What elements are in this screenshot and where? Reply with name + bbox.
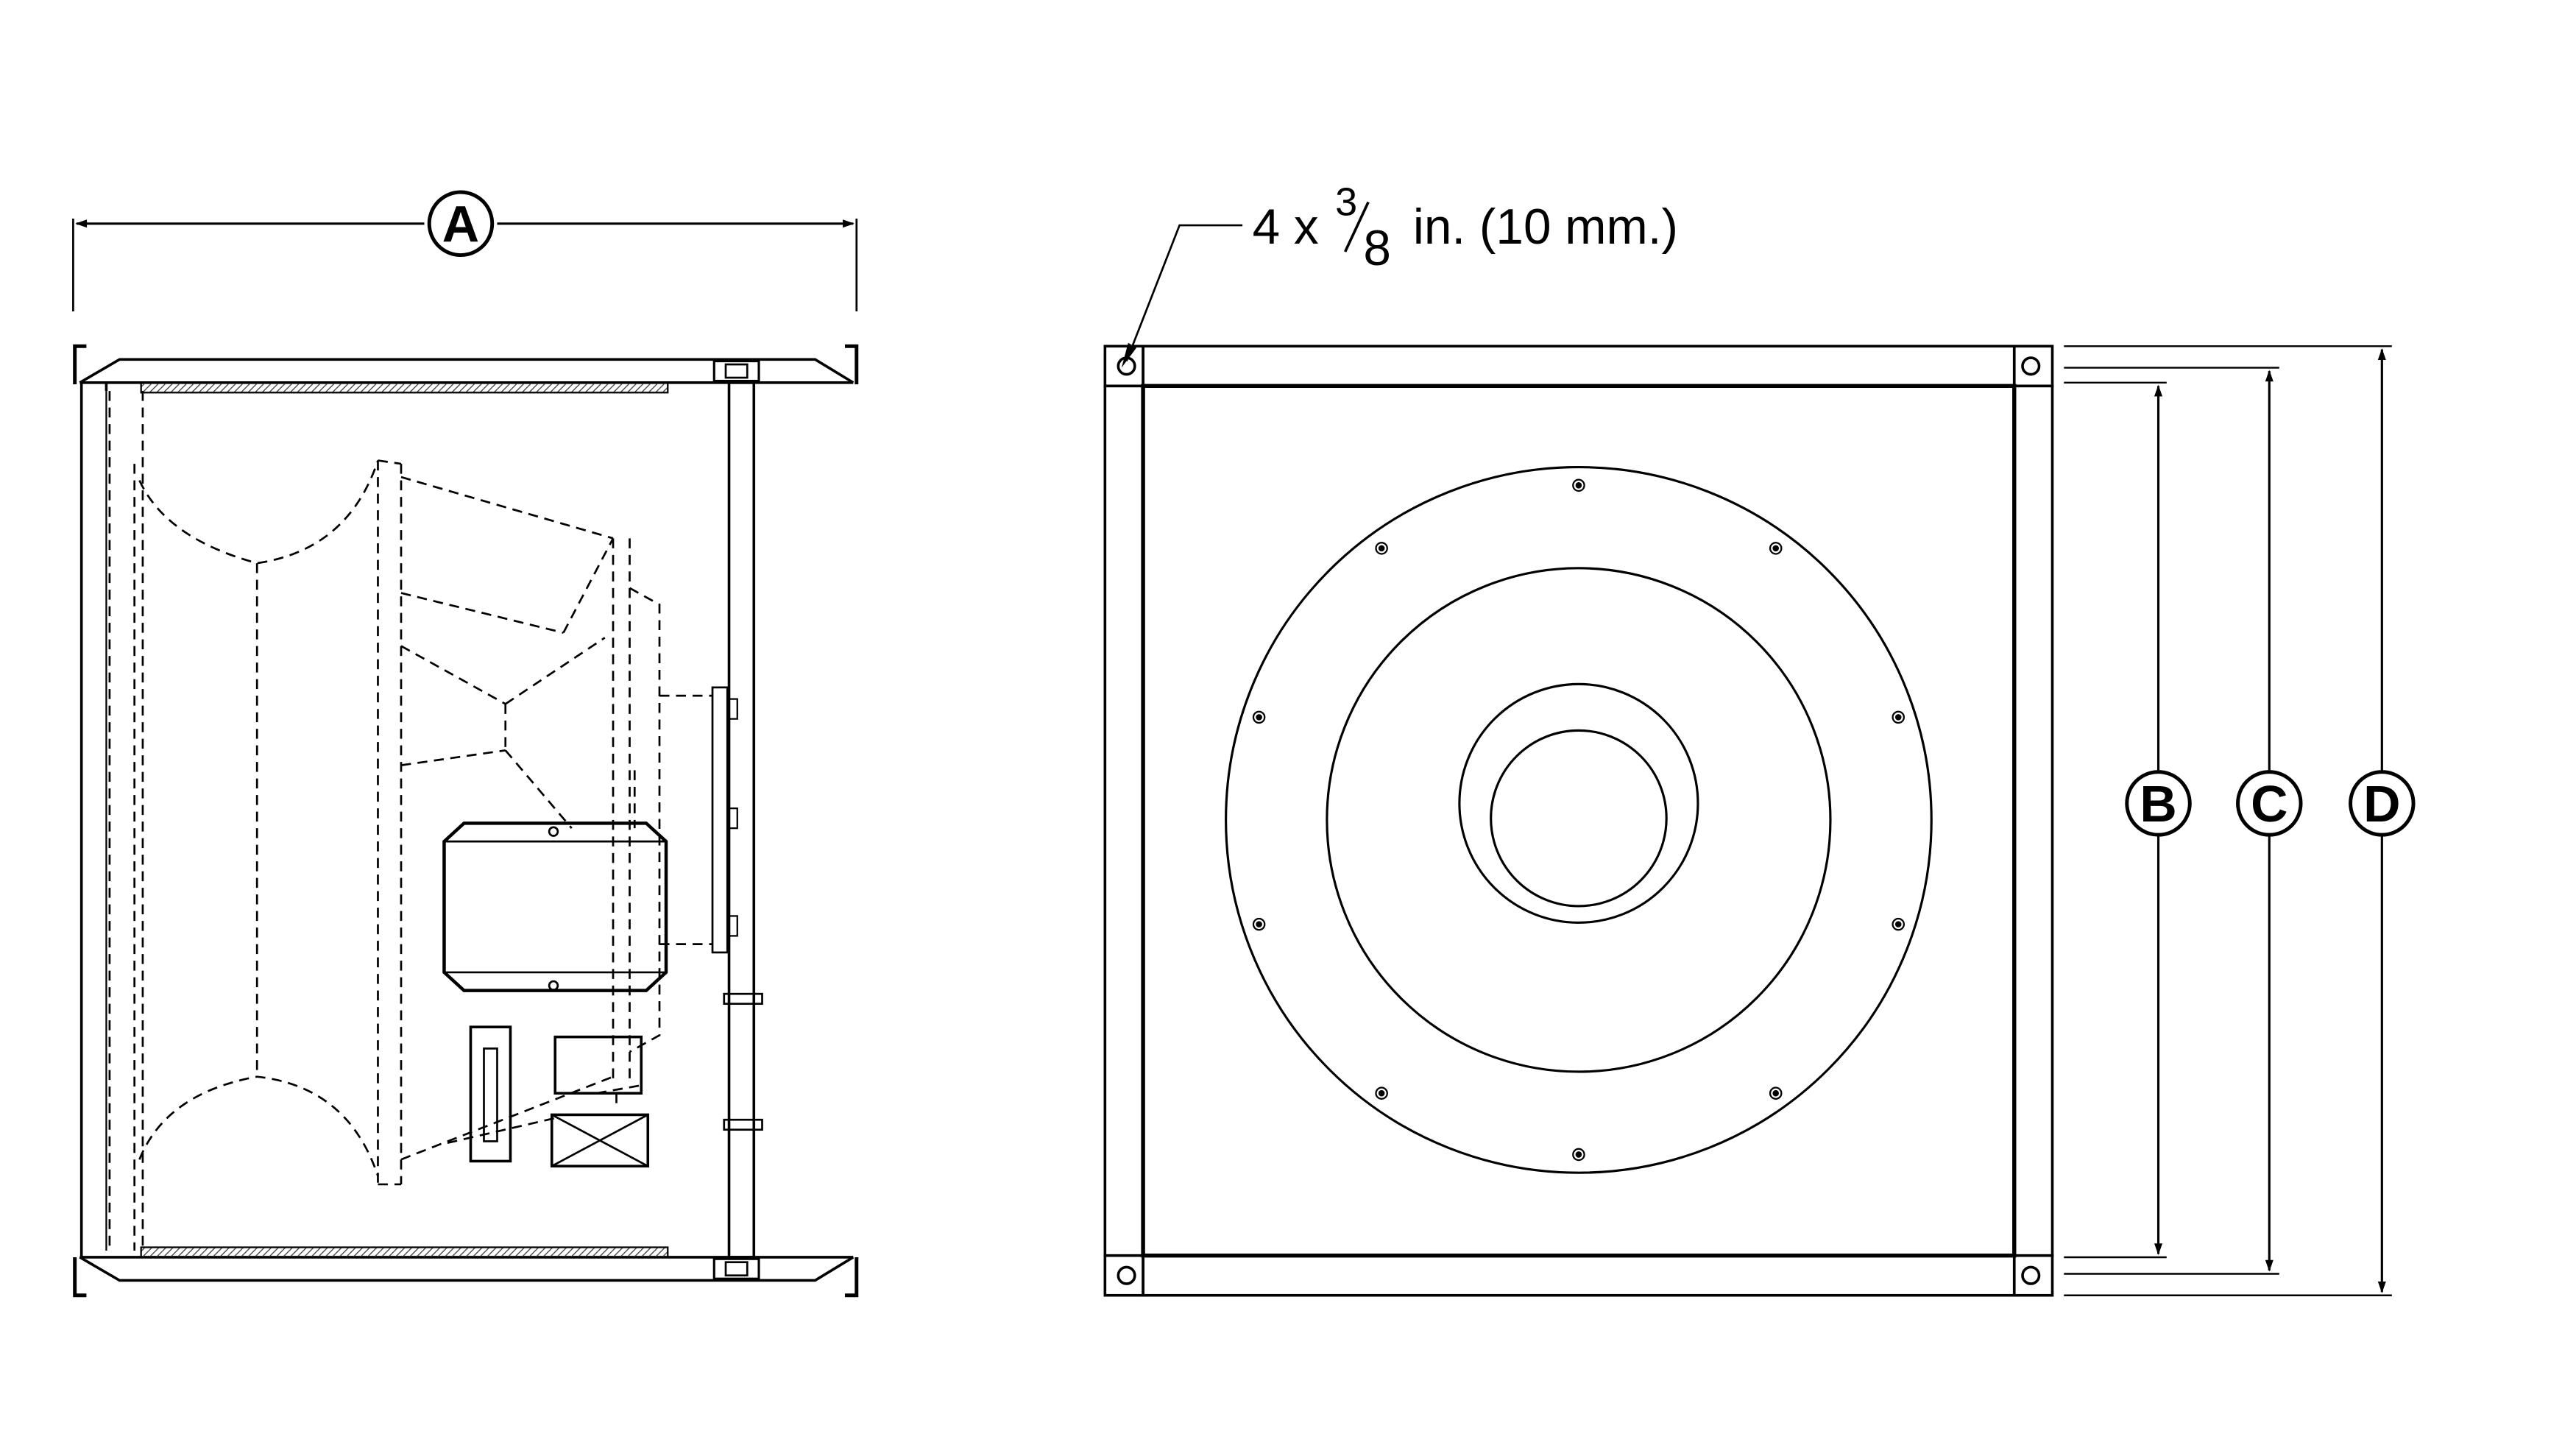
dimension-d-bubble [2349,770,2416,837]
hub-inner [1490,729,1668,908]
dimension-b: B [2125,384,2192,1256]
mounting-hole [2021,356,2041,376]
dimension-b-bubble [2125,770,2192,837]
hub-outer [1458,682,1699,924]
note-unit: in. (10 mm.) [1413,199,1678,255]
top-flange [1142,344,2016,388]
extension-lines [2064,345,2392,1296]
dimension-d-label: D [2363,775,2400,833]
mounting-hole-note: 4 x 3 8 in. (10 mm.) [1121,180,1678,368]
venturi-ring [1225,466,1933,1174]
dimension-a-bubble [427,190,495,258]
mounting-hole [2021,1265,2041,1285]
junction-box [550,1113,650,1168]
bottom-flange [1142,1254,2016,1297]
right-flange [2012,384,2054,1257]
mounting-hole [1117,1265,1136,1285]
bottom-bolt [712,1257,760,1280]
side-view: A [72,190,859,1298]
dimension-c-bubble [2236,770,2303,837]
dimension-c: C [2236,370,2303,1272]
dimension-d: D [2349,348,2416,1293]
motor-box [442,821,668,992]
inner-panel [1141,384,2017,1258]
note-count: 4 x [1253,199,1319,255]
dimension-b-label: B [2140,775,2176,833]
note-denominator: 8 [1363,221,1391,276]
front-view: 4 x 3 8 in. (10 mm.) [1103,180,2416,1297]
hidden-lines [108,391,713,1251]
mounting-hole [1117,356,1136,376]
capacitor [469,1025,512,1163]
dimension-c-label: C [2251,775,2287,833]
inlet-ring [1326,567,1832,1073]
left-flange [1103,384,1144,1257]
note-numerator: 3 [1335,180,1357,225]
dimension-a-label: A [442,196,479,253]
bottom-hatch [140,1246,669,1259]
bolt-circle [1252,478,1906,1162]
top-hatch [140,381,669,394]
top-bolt [712,359,760,383]
dimension-a: A [72,190,858,312]
mounting-post [727,381,756,1259]
terminal-box [553,1035,643,1095]
